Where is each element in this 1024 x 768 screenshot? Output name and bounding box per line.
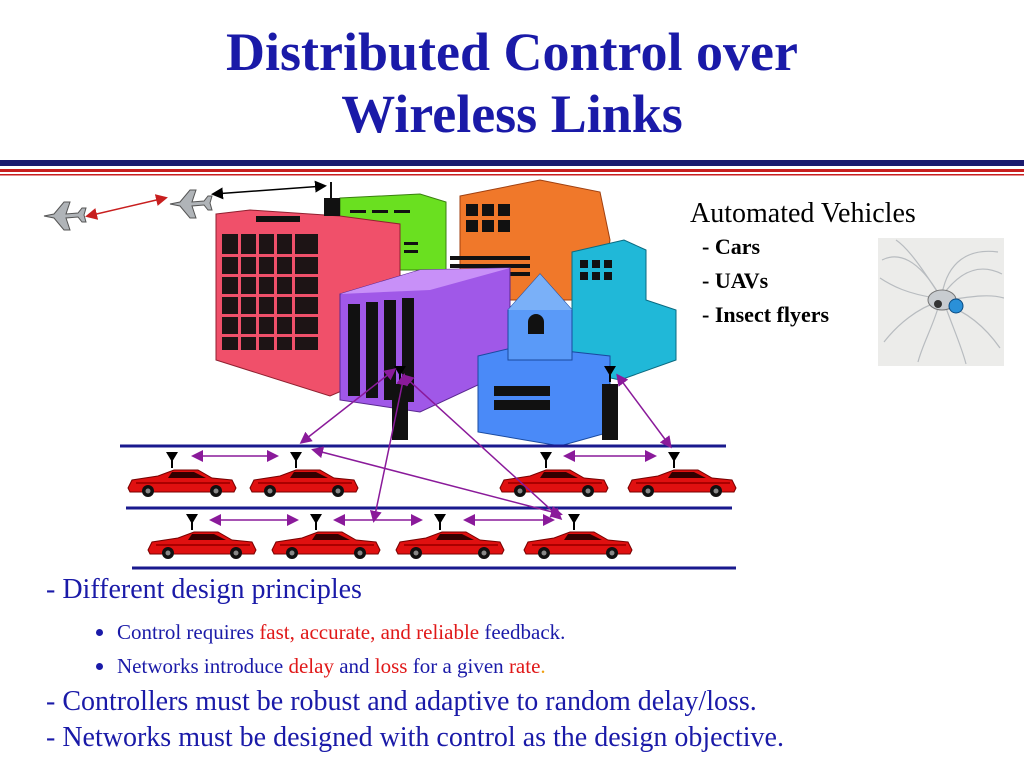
vehicle-item-insect-flyers: - Insect flyers (702, 302, 830, 327)
antenna-icon (434, 514, 446, 530)
networks-bullet: Networks introduce delay and loss for a … (96, 654, 546, 679)
car-icon (523, 531, 633, 560)
bullet-dot (96, 662, 103, 670)
control-bullet: Control requires fast, accurate, and rel… (96, 620, 565, 645)
principles-heading: - Different design principles (46, 574, 362, 605)
automated-vehicles-list: Automated Vehicles - Cars - UAVs - Insec… (690, 198, 916, 332)
bullet-dot (96, 628, 103, 636)
car-icon (271, 531, 381, 560)
slide-title-line2: Wireless Links (341, 84, 683, 144)
car-icon (499, 469, 609, 498)
antenna-icon (540, 452, 552, 468)
control-pre: Control requires (117, 620, 260, 644)
airplane-icon (43, 201, 87, 231)
networks-end: . (540, 654, 546, 678)
car-icon (395, 531, 505, 560)
vehicles-heading: Automated Vehicles (690, 198, 916, 229)
antenna-icon (186, 514, 198, 530)
antenna-icon (166, 452, 178, 468)
antenna-icon (602, 366, 618, 440)
networks-loss: loss (374, 654, 408, 678)
antenna-icon (568, 514, 580, 530)
car-icon (249, 469, 359, 498)
insect-robot-icon (878, 238, 1004, 366)
networks-mid1: and (333, 654, 375, 678)
networks-rate: rate (508, 654, 541, 678)
networks-mid2: for a given (407, 654, 509, 678)
title-divider (0, 160, 1024, 176)
control-emphasis: fast, accurate, and reliable (259, 620, 480, 644)
car-icon (627, 469, 737, 498)
controllers-line: - Controllers must be robust and adaptiv… (46, 686, 757, 717)
car-icon (147, 531, 257, 560)
networks-pre: Networks introduce (117, 654, 289, 678)
car-icon (127, 469, 237, 498)
networks-delay: delay (288, 654, 334, 678)
antenna-icon (668, 452, 680, 468)
vehicle-item-uavs: - UAVs (702, 268, 769, 293)
antenna-icon (290, 452, 302, 468)
networks-design-line: - Networks must be designed with control… (46, 722, 784, 753)
vehicle-item-cars: - Cars (702, 234, 761, 259)
control-post: feedback. (479, 620, 566, 644)
network-illustration (43, 179, 737, 570)
airplane-icon (169, 189, 213, 219)
antenna-icon (310, 514, 322, 530)
slide-title-line1: Distributed Control over (226, 22, 798, 82)
